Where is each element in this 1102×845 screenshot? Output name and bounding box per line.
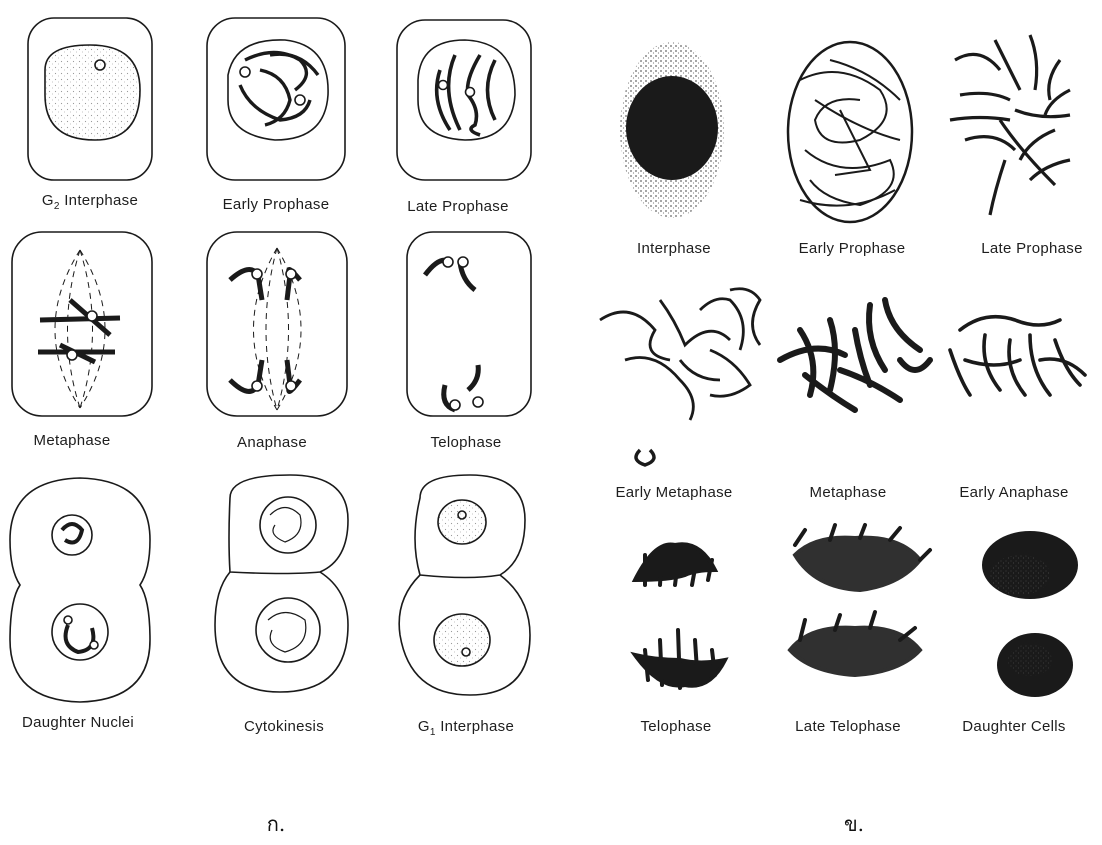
label-daughter-nuclei: Daughter Nuclei: [22, 714, 134, 731]
label-early-prophase-a: Early Prophase: [223, 196, 330, 213]
cytokinesis-cells: [215, 475, 348, 692]
b-early-metaphase-image: [600, 289, 760, 465]
label-late-prophase-b: Late Prophase: [981, 240, 1082, 257]
label-early-prophase-b: Early Prophase: [799, 240, 906, 257]
label-telophase-b: Telophase: [640, 718, 711, 735]
label-g1-interphase: G1 Interphase: [418, 718, 514, 738]
label-early-metaphase: Early Metaphase: [615, 484, 732, 501]
label-metaphase-a: Metaphase: [34, 432, 111, 449]
b-early-anaphase-image: [950, 317, 1085, 395]
b-daughter-cells-image: [982, 531, 1078, 697]
label-cytokinesis: Cytokinesis: [244, 718, 324, 735]
panel-a-mark: ก.: [267, 808, 285, 840]
label-late-telophase: Late Telophase: [795, 718, 901, 735]
label-metaphase-b: Metaphase: [810, 484, 887, 501]
label-g2-rest: Interphase: [60, 192, 138, 209]
g2-interphase-cell: [28, 18, 152, 180]
label-g1-interphase-main: G: [418, 718, 430, 735]
anaphase-cell: [207, 232, 347, 416]
label-g2-interphase: G2 Interphase: [42, 192, 138, 212]
label-g2-interphase-main: G: [42, 192, 54, 209]
b-late-telophase-image: [790, 525, 930, 675]
label-telophase-a: Telophase: [430, 434, 501, 451]
b-interphase-image: [620, 42, 724, 218]
b-late-prophase-image: [950, 35, 1070, 215]
label-daughter-cells: Daughter Cells: [962, 718, 1065, 735]
b-early-prophase-image: [788, 42, 912, 222]
early-prophase-cell: [207, 18, 345, 180]
panel-a-drawings: [0, 0, 560, 740]
panel-b-mark: ข.: [844, 808, 864, 840]
label-anaphase-a: Anaphase: [237, 434, 307, 451]
telophase-cell: [407, 232, 531, 416]
late-prophase-cell: [397, 20, 531, 180]
label-g1-rest: Interphase: [436, 718, 514, 735]
metaphase-cell: [12, 232, 152, 416]
b-telophase-image: [635, 544, 725, 688]
label-interphase-b: Interphase: [637, 240, 711, 257]
b-metaphase-image: [780, 300, 930, 410]
daughter-nuclei-cell: [10, 478, 150, 702]
label-early-anaphase: Early Anaphase: [959, 484, 1068, 501]
g1-interphase-cells: [399, 475, 530, 695]
label-late-prophase-a: Late Prophase: [407, 198, 508, 215]
panel-b-drawings: [600, 0, 1100, 740]
